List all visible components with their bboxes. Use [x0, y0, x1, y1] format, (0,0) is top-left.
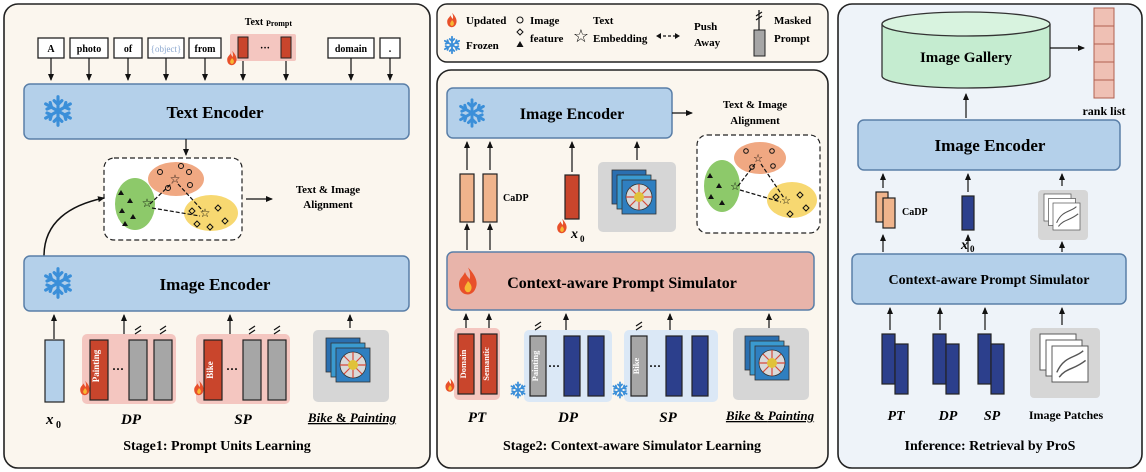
stage2-painting-label: Painting	[530, 350, 540, 381]
legend-masked-prompt-1: Masked	[774, 15, 811, 27]
stage2-up-arrows	[464, 141, 640, 250]
stage2-sp-label: SP	[659, 410, 677, 426]
token-of: of	[124, 44, 133, 55]
legend-masked-prompt-2: Prompt	[774, 33, 810, 45]
stage2-title: Stage2: Context-aware Simulator Learning	[503, 439, 761, 454]
rank-list	[1093, 7, 1115, 99]
inference-title: Inference: Retrieval by ProS	[905, 439, 1076, 454]
stage2-dp-dots: ···	[548, 359, 560, 373]
inference-dp-label: DP	[938, 409, 958, 424]
stage2-pt-label: PT	[468, 410, 487, 426]
sp-dots: ···	[226, 362, 238, 376]
stage1-alignment-line2: Alignment	[303, 199, 353, 211]
token-period: .	[389, 44, 392, 55]
stage1-title: Stage1: Prompt Units Learning	[123, 439, 311, 454]
gallery-label: Image Gallery	[920, 50, 1013, 66]
legend-image-feature-2: feature	[530, 33, 564, 45]
stage1-sp-label: SP	[234, 412, 252, 428]
stage2-image-encoder-label: Image Encoder	[520, 106, 624, 123]
painting-images-icon	[744, 335, 790, 381]
legend-push-away-2: Away	[694, 37, 721, 49]
token-photo: photo	[77, 44, 101, 55]
stage2-alignment-cluster: ☆ ☆ ☆	[696, 134, 821, 234]
dp-dots: ···	[112, 362, 124, 376]
stage1-image-encoder-box	[23, 255, 410, 312]
stage1-caption: Bike & Painting	[307, 410, 397, 425]
stage2-caption: Bike & Painting	[725, 408, 815, 423]
stage1-panel: A photo of {object} from ··· Text Prompt…	[3, 3, 431, 469]
inference-cadp: CaDP	[902, 207, 928, 218]
token-from: from	[195, 44, 217, 55]
svg-text:☆: ☆	[730, 181, 740, 193]
rank-list-label: rank list	[1082, 104, 1125, 118]
legend-updated: Updated	[466, 15, 506, 27]
stage2-cadp: CaDP	[503, 193, 529, 204]
stage1-alignment-line1: Text & Image	[296, 184, 360, 196]
text-prompt-dots: ···	[260, 43, 270, 54]
token-a: A	[47, 44, 55, 55]
x0-token	[44, 339, 65, 403]
svg-text:☆: ☆	[781, 195, 791, 207]
star-icon: ☆	[573, 26, 589, 46]
stage2-x0-sub: 0	[580, 234, 585, 244]
stage1-image-encoder-label: Image Encoder	[160, 275, 271, 294]
stage1-input-arrows	[51, 314, 353, 339]
legend-frozen: Frozen	[466, 40, 499, 52]
svg-text:☆: ☆	[753, 153, 763, 165]
stage2-simulator-box	[446, 251, 815, 311]
stage1-x0-sub: 0	[56, 420, 61, 431]
svg-text:☆: ☆	[142, 196, 153, 210]
sketch-images-icon	[1043, 193, 1081, 231]
painting-images-icon	[325, 337, 371, 383]
stage1-dp-label: DP	[120, 412, 142, 428]
svg-text:☆: ☆	[170, 172, 181, 186]
legend-push-away-1: Push	[694, 21, 717, 33]
inference-x0-sub: 0	[970, 244, 975, 254]
inference-simulator-label: Context-aware Prompt Simulator	[889, 273, 1090, 288]
inference-patches-label: Image Patches	[1029, 408, 1104, 422]
text-prompt-label-b: Prompt	[266, 19, 292, 28]
inference-panel: Image Gallery rank list Image Encoder Ca…	[837, 3, 1143, 469]
stage2-x0: x	[570, 227, 578, 242]
inference-pt-label: PT	[887, 409, 906, 424]
text-encoder-label: Text Encoder	[166, 103, 264, 122]
stage2-simulator-label: Context-aware Prompt Simulator	[507, 275, 737, 292]
alignment-cluster: ☆ ☆ ☆	[103, 157, 243, 241]
stage2-alignment-line1: Text & Image	[723, 99, 787, 111]
legend-panel: Updated Frozen Image feature ☆ Text Embe…	[436, 3, 829, 63]
image-gallery-cylinder	[881, 11, 1051, 89]
stage1-x0: x	[45, 412, 54, 428]
stage2-dp-label: DP	[557, 410, 579, 426]
inference-bottom-arrows	[887, 307, 1065, 330]
sketch-images-icon	[1039, 333, 1089, 383]
inference-image-encoder-box	[857, 119, 1121, 171]
stage2-semantic-label: Semantic	[481, 347, 491, 381]
stage2-domain-label: Domain	[458, 349, 468, 378]
token-domain: domain	[335, 44, 368, 55]
inference-sp-label: SP	[984, 409, 1001, 424]
legend-text-embedding-1: Text	[593, 15, 614, 27]
inference-mid-arrows	[880, 173, 1065, 252]
legend-text-embedding-2: Embedding	[593, 33, 648, 45]
painting-images-icon	[611, 169, 657, 215]
stage1-painting-label: Painting	[91, 349, 101, 382]
stage2-alignment-line2: Alignment	[730, 115, 780, 127]
token-object: {object}	[151, 44, 182, 54]
inference-image-encoder-label: Image Encoder	[935, 136, 1046, 155]
stage2-bike-label: Bike	[631, 358, 641, 375]
text-encoder-box	[23, 83, 410, 140]
stage2-sp-dots: ···	[649, 359, 661, 373]
svg-text:☆: ☆	[200, 206, 211, 220]
text-prompt-label-a: Text	[245, 17, 264, 28]
stage1-bike-label: Bike	[205, 361, 215, 379]
token-arrows	[48, 58, 393, 81]
legend-image-feature-1: Image	[530, 15, 559, 27]
inference-x0: x	[960, 238, 968, 253]
stage2-panel: Image Encoder Text & Image Alignment ☆ ☆…	[436, 69, 829, 469]
inference-simulator-box	[851, 253, 1127, 305]
